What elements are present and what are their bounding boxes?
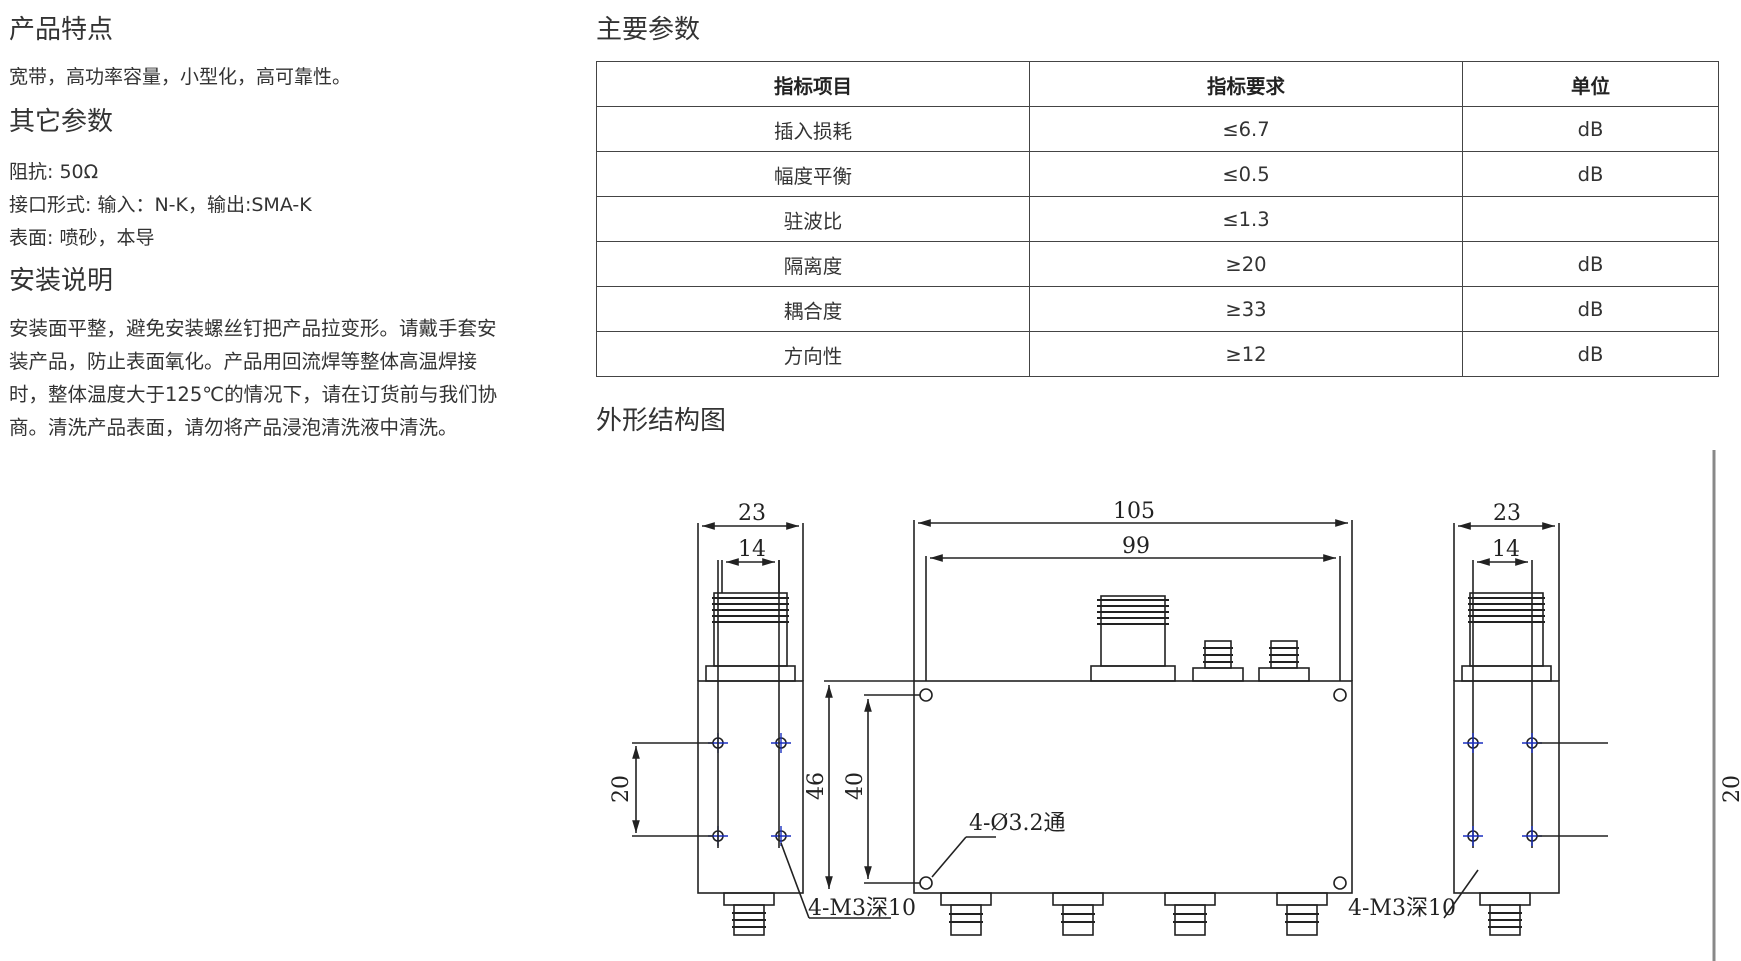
install-line: 时，整体温度大于125℃的情况下，请在订货前与我们协 bbox=[9, 383, 498, 406]
surface-line: 表面: 喷砂，本导 bbox=[9, 227, 155, 249]
dim-40: 40 bbox=[843, 772, 868, 800]
cell-unit: dB bbox=[1462, 106, 1719, 152]
cell-requirement: ≤6.7 bbox=[1029, 106, 1463, 152]
cell-item: 耦合度 bbox=[596, 286, 1030, 332]
install-line: 商。清洗产品表面，请勿将产品浸泡清洗液中清洗。 bbox=[9, 416, 458, 439]
dim-20-right: 20 bbox=[1720, 775, 1741, 803]
col-header-item: 指标项目 bbox=[596, 61, 1030, 107]
outline-title: 外形结构图 bbox=[596, 406, 727, 436]
cell-item: 幅度平衡 bbox=[596, 151, 1030, 197]
cell-unit: dB bbox=[1462, 151, 1719, 197]
main-params-title: 主要参数 bbox=[596, 15, 701, 45]
cell-item: 方向性 bbox=[596, 331, 1030, 377]
dim-46: 46 bbox=[804, 772, 829, 800]
dim-14-right: 14 bbox=[1492, 537, 1520, 562]
dim-14-left: 14 bbox=[738, 537, 766, 562]
table-row: 幅度平衡 ≤0.5 dB bbox=[596, 151, 1719, 197]
features-title: 产品特点 bbox=[9, 15, 114, 45]
left-side-view bbox=[632, 522, 891, 936]
tap-note-right: 4-M3深10 bbox=[1348, 896, 1456, 921]
cell-item: 驻波比 bbox=[596, 196, 1030, 242]
right-side-view bbox=[1443, 522, 1608, 936]
install-title: 安装说明 bbox=[9, 266, 114, 296]
dim-99: 99 bbox=[1122, 534, 1150, 559]
cell-item: 插入损耗 bbox=[596, 106, 1030, 152]
dim-20-left: 20 bbox=[609, 775, 634, 803]
cell-unit bbox=[1462, 196, 1719, 242]
tap-note-left: 4-M3深10 bbox=[808, 896, 916, 921]
front-view bbox=[824, 519, 1353, 936]
table-row: 耦合度 ≥33 dB bbox=[596, 286, 1719, 332]
table-header-row: 指标项目 指标要求 单位 bbox=[596, 61, 1719, 107]
cell-requirement: ≥33 bbox=[1029, 286, 1463, 332]
cell-unit: dB bbox=[1462, 331, 1719, 377]
cell-unit: dB bbox=[1462, 241, 1719, 287]
dim-23-left: 23 bbox=[738, 501, 766, 526]
col-header-unit: 单位 bbox=[1462, 61, 1719, 107]
main-params-table: 指标项目 指标要求 单位 插入损耗 ≤6.7 dB 幅度平衡 ≤0.5 dB 驻… bbox=[596, 61, 1719, 377]
col-header-requirement: 指标要求 bbox=[1029, 61, 1463, 107]
features-text: 宽带，高功率容量，小型化，高可靠性。 bbox=[9, 66, 352, 88]
install-line: 安装面平整，避免安装螺丝钉把产品拉变形。请戴手套安 bbox=[9, 317, 497, 340]
table-row: 驻波比 ≤1.3 bbox=[596, 196, 1719, 242]
cell-item: 隔离度 bbox=[596, 241, 1030, 287]
cell-requirement: ≥12 bbox=[1029, 331, 1463, 377]
other-params-list: 阻抗: 50Ω 接口形式: 输入：N-K，输出:SMA-K 表面: 喷砂，本导 bbox=[9, 156, 312, 255]
other-params-title: 其它参数 bbox=[9, 107, 114, 137]
install-text: 安装面平整，避免安装螺丝钉把产品拉变形。请戴手套安 装产品，防止表面氧化。产品用… bbox=[9, 312, 539, 444]
table-row: 插入损耗 ≤6.7 dB bbox=[596, 106, 1719, 152]
impedance-line: 阻抗: 50Ω bbox=[9, 161, 99, 183]
dim-23-right: 23 bbox=[1493, 501, 1521, 526]
cell-requirement: ≤1.3 bbox=[1029, 196, 1463, 242]
hole-note: 4-Ø3.2通 bbox=[969, 811, 1065, 836]
dim-105: 105 bbox=[1113, 499, 1155, 524]
cell-requirement: ≤0.5 bbox=[1029, 151, 1463, 197]
install-line: 装产品，防止表面氧化。产品用回流焊等整体高温焊接 bbox=[9, 350, 478, 373]
cell-unit: dB bbox=[1462, 286, 1719, 332]
cell-requirement: ≥20 bbox=[1029, 241, 1463, 287]
table-row: 方向性 ≥12 dB bbox=[596, 331, 1719, 377]
table-row: 隔离度 ≥20 dB bbox=[596, 241, 1719, 287]
outline-drawing: 23 14 23 14 105 99 20 20 46 40 4-Ø3.2通 4… bbox=[596, 448, 1741, 961]
interface-line: 接口形式: 输入：N-K，输出:SMA-K bbox=[9, 194, 312, 216]
